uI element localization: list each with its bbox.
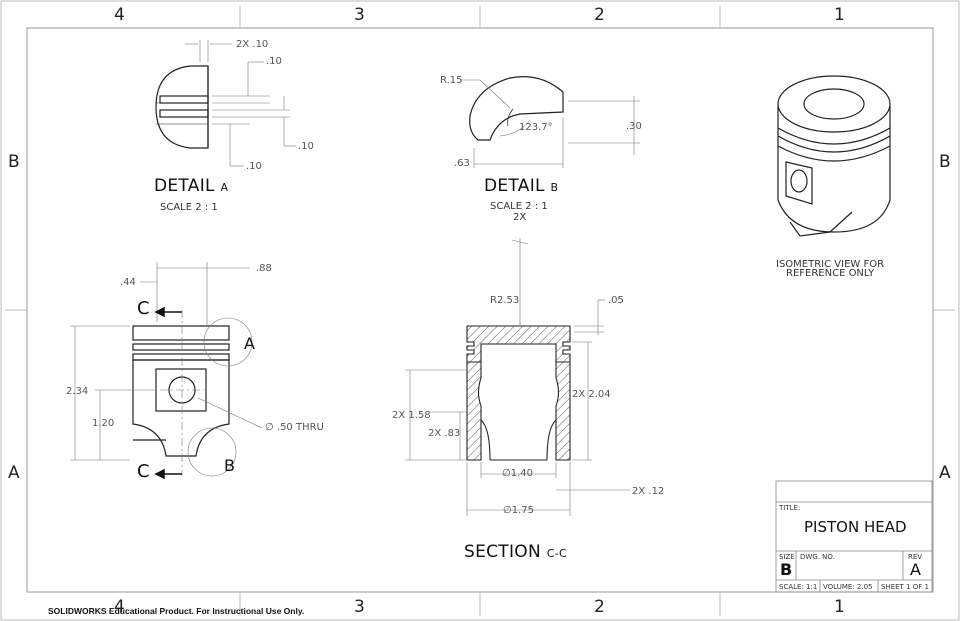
title-block-frame xyxy=(775,480,933,593)
zone-top-1: 1 xyxy=(834,5,845,25)
zone-bottom-3: 3 xyxy=(354,597,365,617)
zone-top-4: 4 xyxy=(114,5,125,25)
zone-right-a: A xyxy=(939,463,951,483)
detail-a-dims xyxy=(185,40,296,167)
zone-bottom-1: 1 xyxy=(834,597,845,617)
title-block-scale: SCALE: 1:1 xyxy=(779,583,818,591)
zone-top-3: 3 xyxy=(354,5,365,25)
title-block-size-label: SIZE xyxy=(779,553,795,561)
title-block-title-label: TITLE: xyxy=(779,504,801,512)
section-dim-inner-dia: ∅1.40 xyxy=(502,468,533,479)
zone-left-a: A xyxy=(8,463,20,483)
section-dim-h3: 2X 2.04 xyxy=(572,389,611,400)
detail-b-view xyxy=(469,76,564,141)
detail-b-callout: B xyxy=(224,456,235,475)
detail-b-dims xyxy=(460,79,640,168)
detail-a-callout: A xyxy=(244,334,255,353)
detail-b-dim-height: .30 xyxy=(626,121,642,132)
detail-b-dim-radius: R.15 xyxy=(440,75,463,86)
section-arrows xyxy=(154,306,182,480)
front-dim-pin-height: 1.20 xyxy=(92,418,115,429)
detail-a-view xyxy=(155,65,209,149)
detail-b-count: 2X xyxy=(513,212,527,223)
zone-top-2: 2 xyxy=(594,5,605,25)
section-dim-wall: 2X .12 xyxy=(632,486,665,497)
isometric-view xyxy=(777,75,891,237)
section-dim-outer-dia: ∅1.75 xyxy=(503,505,534,516)
zone-bottom-2: 2 xyxy=(594,597,605,617)
section-view xyxy=(466,325,571,461)
section-label-top: C xyxy=(137,298,150,319)
title-block-rev-label: REV xyxy=(908,553,923,561)
section-dim-h1: 2X 1.58 xyxy=(392,410,431,421)
front-dim-d1: .44 xyxy=(120,277,136,288)
zone-right-b: B xyxy=(939,152,951,172)
zone-left-b: B xyxy=(8,152,20,172)
title-block-dwg-label: DWG. NO. xyxy=(800,553,835,561)
detail-a-dim-width: 2X .10 xyxy=(236,39,269,50)
front-dim-d2: .88 xyxy=(256,263,272,274)
front-view-centerlines xyxy=(160,310,204,476)
detail-b-dim-width: .63 xyxy=(454,158,470,169)
section-dim-top: .05 xyxy=(608,295,624,306)
educational-watermark: SOLIDWORKS Educational Product. For Inst… xyxy=(48,606,305,616)
detail-a-title: DETAIL A xyxy=(154,176,229,196)
title-block-title: PISTON HEAD xyxy=(804,518,907,536)
front-dim-hole: ∅ .50 THRU xyxy=(265,422,324,433)
detail-a-dim-top: .10 xyxy=(266,56,282,67)
section-label-bottom: C xyxy=(137,461,150,482)
isometric-note-line1: ISOMETRIC VIEW FOR xyxy=(776,259,885,270)
front-view-dims xyxy=(70,262,263,477)
front-dim-height: 2.34 xyxy=(66,386,89,397)
detail-a-dim-bottom: .10 xyxy=(246,161,262,172)
zone-ticks xyxy=(5,5,955,616)
section-dim-h2: 2X .83 xyxy=(428,428,461,439)
detail-b-title: DETAIL B xyxy=(484,176,559,196)
detail-b-scale: SCALE 2 : 1 xyxy=(490,201,548,212)
zone-bottom-4: 4 xyxy=(114,597,125,617)
title-block-volume: VOLUME: 2.05 xyxy=(823,583,873,591)
section-title: SECTION C-C xyxy=(464,542,567,562)
title-block-size: B xyxy=(780,560,793,579)
section-dim-radius: R2.53 xyxy=(490,295,520,306)
section-dims xyxy=(405,238,630,516)
title-block-rev: A xyxy=(910,560,921,579)
detail-a-dim-right: .10 xyxy=(298,141,314,152)
detail-a-scale: SCALE 2 : 1 xyxy=(160,202,218,213)
isometric-note-line2: REFERENCE ONLY xyxy=(786,268,875,279)
title-block-sheet: SHEET 1 OF 1 xyxy=(881,583,929,591)
detail-b-dim-angle: 123.7° xyxy=(519,122,553,133)
front-view xyxy=(132,325,230,457)
